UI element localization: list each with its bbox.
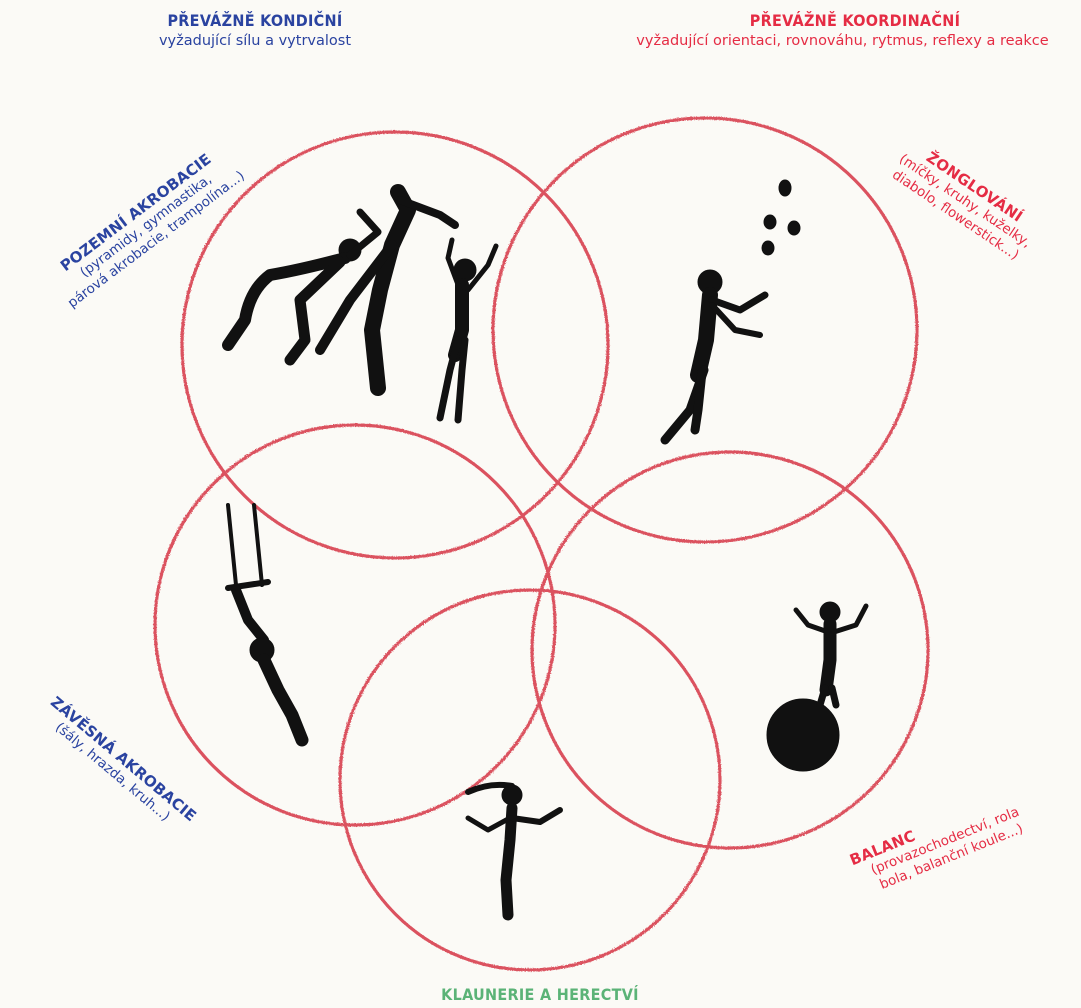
circle-aerial-acrobatics — [155, 425, 555, 825]
circle-balance — [532, 452, 928, 848]
juggler-figure — [665, 180, 800, 440]
clown-figure — [468, 785, 560, 915]
trapeze-artist-figure — [228, 505, 302, 740]
acrobats-figures — [228, 192, 496, 420]
circle-clowning — [340, 590, 720, 970]
balance-ball-figure — [767, 602, 866, 771]
clowning-title: KLAUNERIE A HERECTVÍ — [440, 985, 640, 1004]
